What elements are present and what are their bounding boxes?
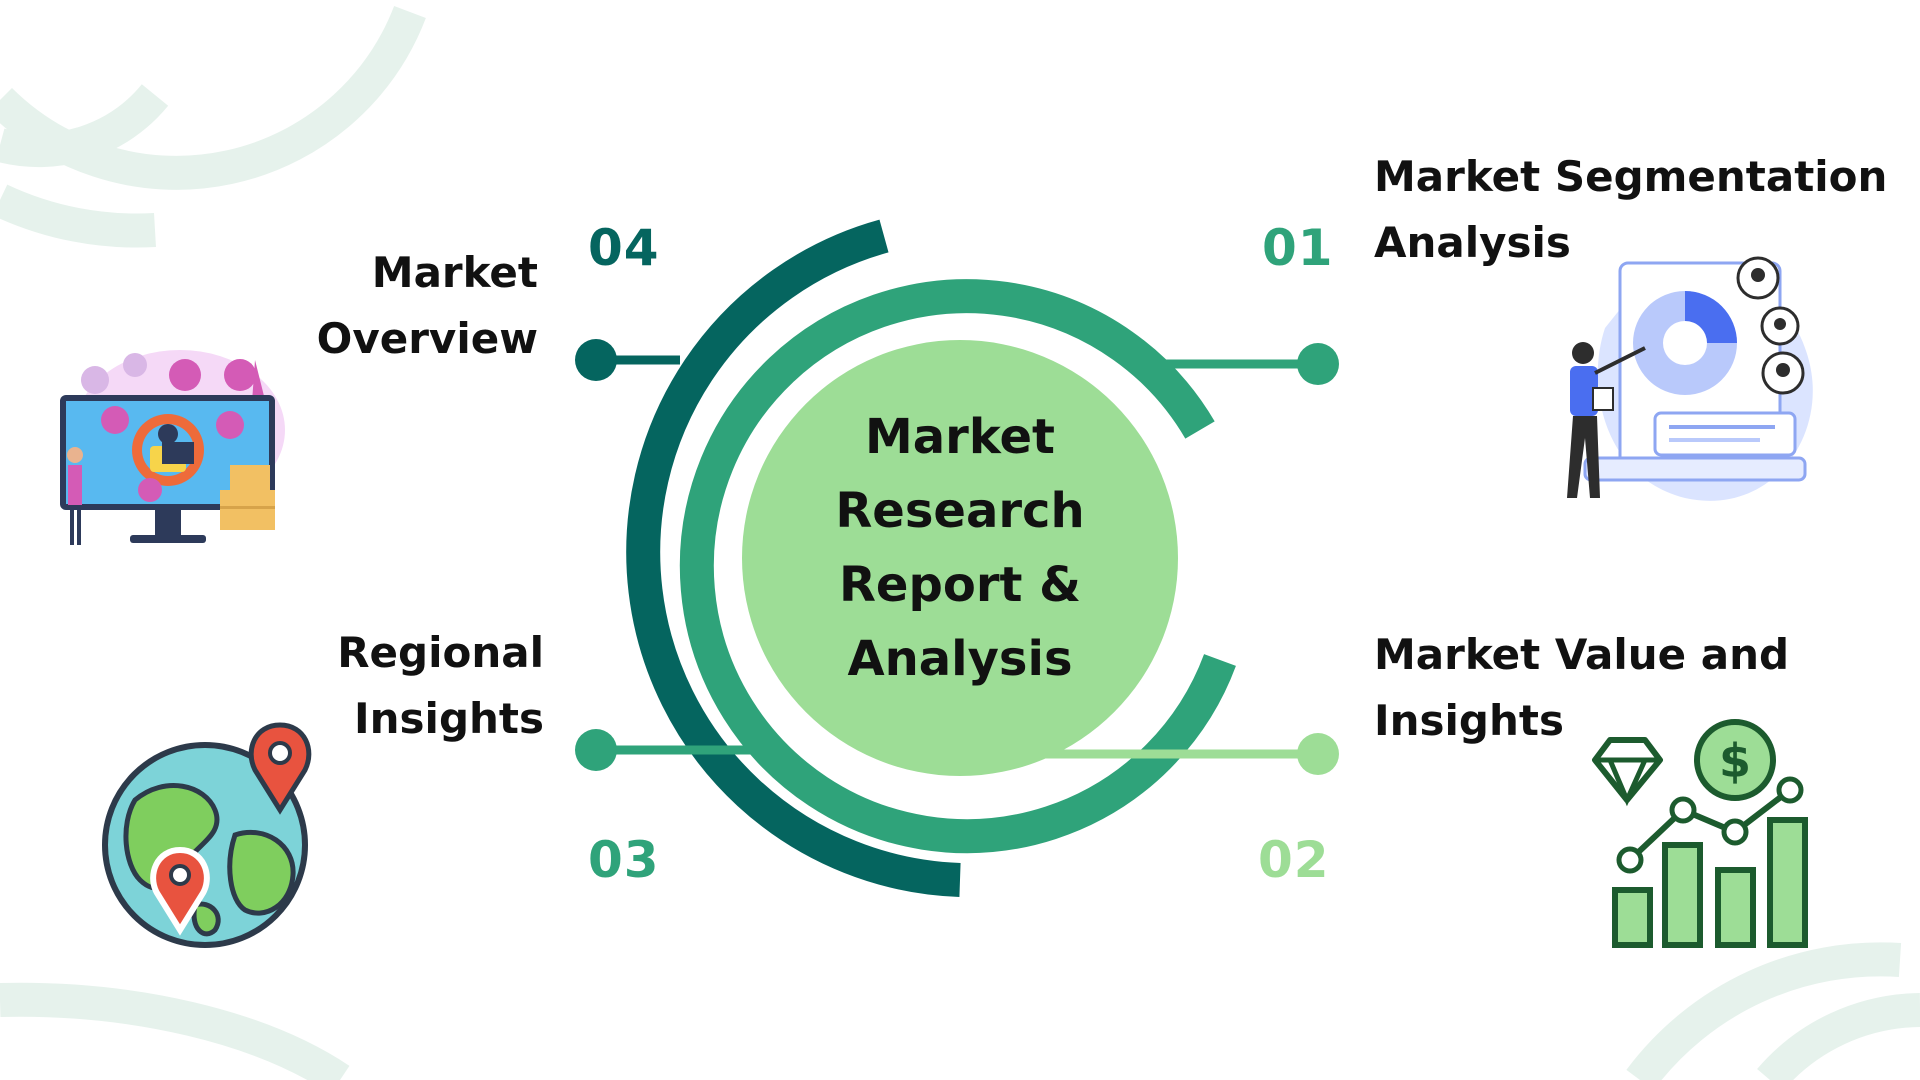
label-01-line-2: Analysis — [1374, 218, 1571, 267]
step-number-02: 02 — [1258, 831, 1330, 889]
svg-text:$: $ — [1719, 734, 1751, 788]
label-02: Market Value and Insights — [1374, 622, 1789, 754]
outer-arc — [626, 219, 961, 897]
center-title-line-4: Analysis — [847, 631, 1073, 687]
connector-dot-04 — [575, 339, 617, 381]
label-04-line-1: Market — [371, 248, 538, 297]
growth-chart-dollar-icon: $ — [1592, 719, 1808, 948]
decor-arc-bottom-left — [0, 982, 350, 1080]
globe-location-icon — [102, 722, 312, 948]
label-01-line-1: Market Segmentation — [1374, 152, 1888, 201]
market-monitor-icon — [60, 350, 285, 545]
center-title-line-1: Market — [865, 409, 1055, 465]
analytics-presentation-icon — [1567, 256, 1813, 501]
label-04-line-2: Overview — [316, 314, 538, 363]
connector-dot-02 — [1297, 733, 1339, 775]
step-number-04: 04 — [588, 219, 660, 277]
decor-arc-bottom-right-2 — [1757, 993, 1920, 1080]
connector-dot-01 — [1297, 343, 1339, 385]
step-number-01: 01 — [1262, 219, 1334, 277]
connector-dot-03 — [575, 729, 617, 771]
center-circle — [742, 340, 1178, 776]
step-number-03: 03 — [588, 831, 660, 889]
decor-arc-top-left-2 — [0, 83, 169, 168]
label-02-line-2: Insights — [1374, 696, 1564, 745]
label-01: Market Segmentation Analysis — [1374, 144, 1887, 276]
label-03-line-1: Regional — [337, 628, 544, 677]
middle-arc — [679, 279, 1236, 854]
decor-arc-top-left-3 — [0, 184, 156, 248]
label-02-line-1: Market Value and — [1374, 630, 1790, 679]
label-03-line-2: Insights — [354, 694, 544, 743]
center-title: Market Research Report & Analysis — [740, 400, 1180, 696]
label-03: Regional Insights — [300, 620, 544, 752]
decor-arc-bottom-right-1 — [1626, 942, 1902, 1080]
center-title-line-3: Report & — [838, 557, 1082, 613]
center-title-line-2: Research — [835, 483, 1085, 539]
label-04: Market Overview — [290, 240, 538, 372]
